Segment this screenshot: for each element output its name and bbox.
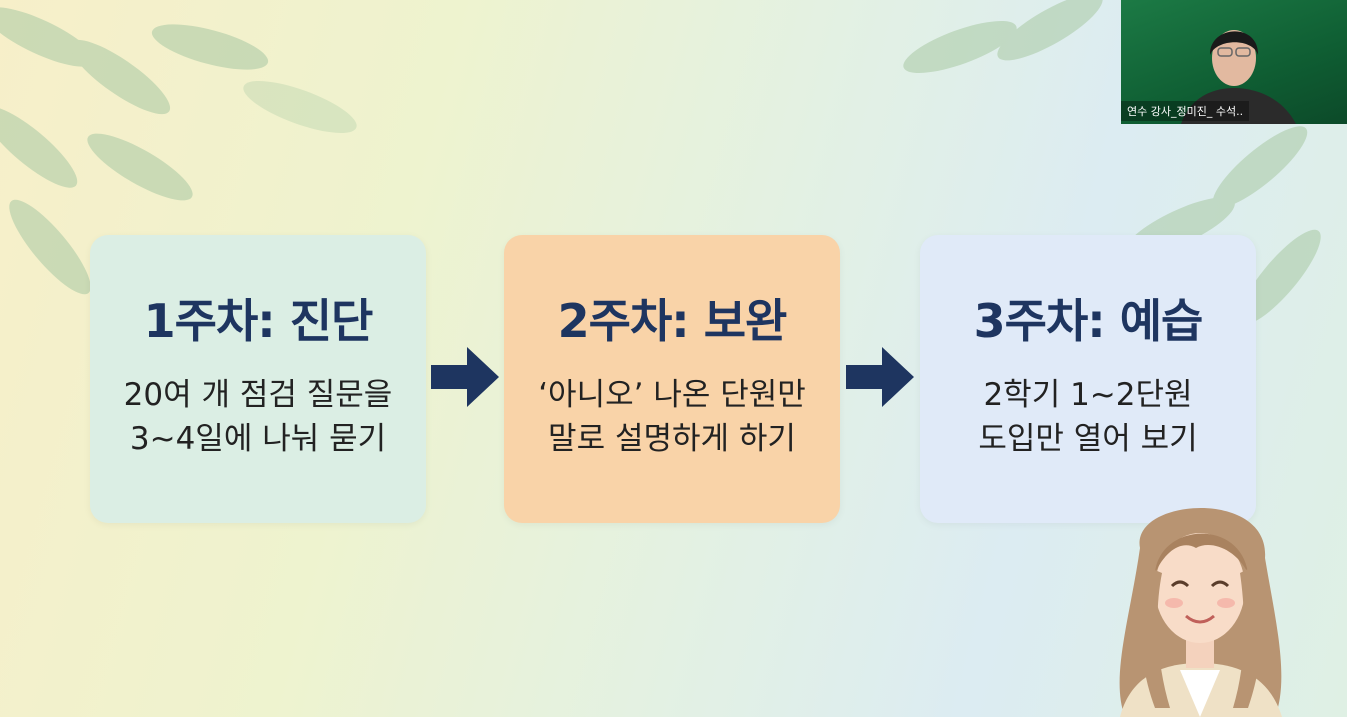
step-card-week3: 3주차: 예습 2학기 1~2단원 도입만 열어 보기 [920, 235, 1256, 523]
presenter-video-icon [1181, 30, 1296, 124]
step-title: 2주차: 보완 [557, 294, 788, 348]
step-title: 3주차: 예습 [973, 294, 1204, 348]
arrow-right-icon [846, 347, 914, 407]
step-description: 20여 개 점검 질문을 3~4일에 나눠 묻기 [123, 377, 393, 457]
step-description: 2학기 1~2단원 도입만 열어 보기 [978, 377, 1198, 457]
arrow-right-icon [431, 347, 499, 407]
participant-name-label: 연수 강사_정미진_ 수석.. [1121, 101, 1250, 121]
step-title: 1주차: 진단 [143, 294, 374, 348]
video-call-tile[interactable]: 연수 강사_정미진_ 수석.. [1121, 0, 1347, 124]
step-card-week2: 2주차: 보완 ‘아니오’ 나온 단원만 말로 설명하게 하기 [504, 235, 840, 523]
woman-illustration [1119, 508, 1282, 717]
step-card-week1: 1주차: 진단 20여 개 점검 질문을 3~4일에 나눠 묻기 [90, 235, 426, 523]
step-description: ‘아니오’ 나온 단원만 말로 설명하게 하기 [538, 377, 806, 457]
